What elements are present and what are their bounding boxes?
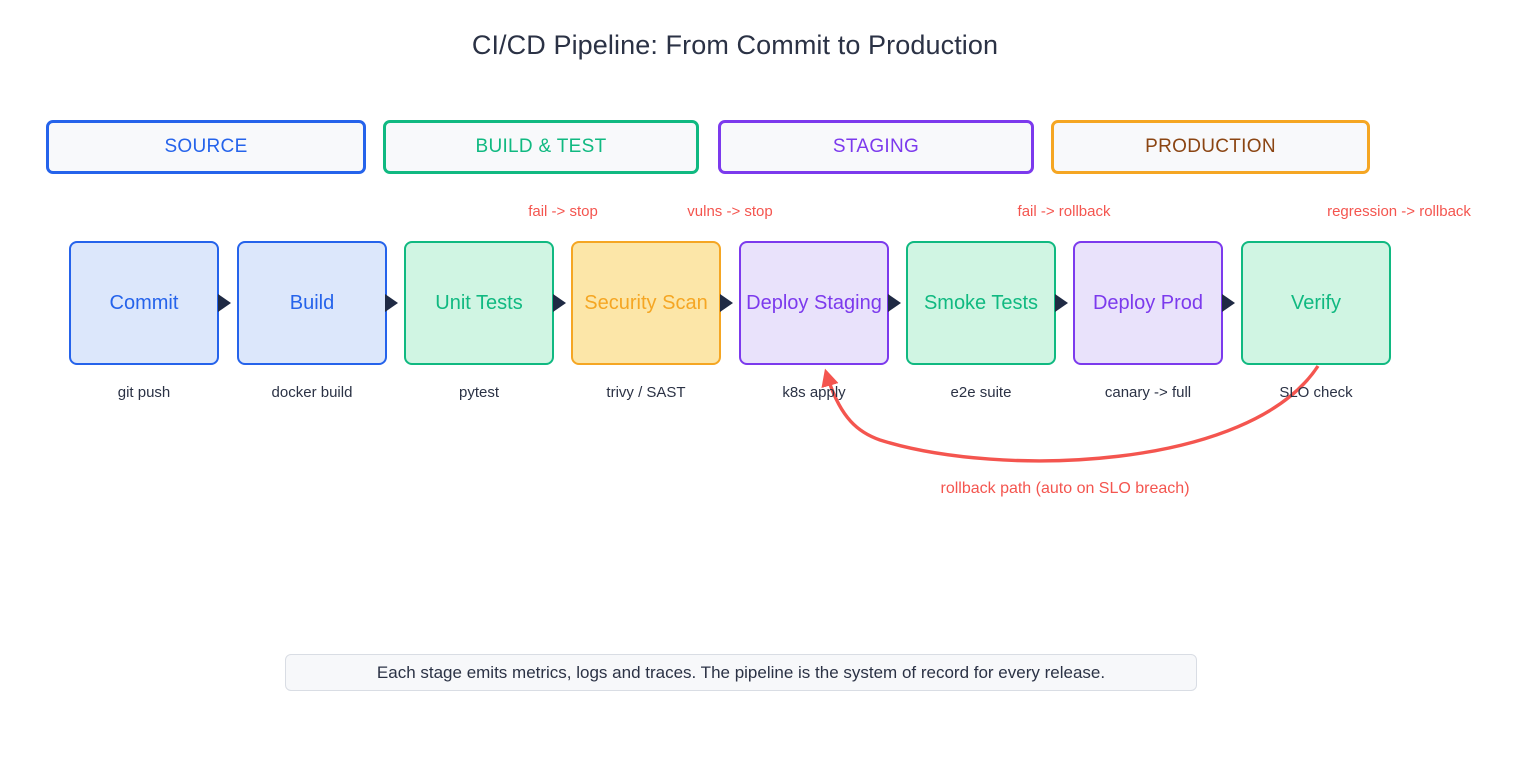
- flow-arrow-unit-tests-to-security-scan: [553, 294, 566, 312]
- node-caption-build: docker build: [271, 384, 353, 401]
- node-caption-security-scan: trivy / SAST: [606, 384, 686, 401]
- node-commit[interactable]: Commit: [69, 241, 219, 365]
- node-smoke-tests[interactable]: Smoke Tests: [906, 241, 1056, 365]
- flow-arrow-deploy-staging-to-smoke-tests: [888, 294, 901, 312]
- node-caption-unit-tests: pytest: [458, 384, 500, 401]
- rollback-path-label: rollback path (auto on SLO breach): [940, 480, 1190, 497]
- footer-note: Each stage emits metrics, logs and trace…: [285, 654, 1197, 691]
- stage-header-staging[interactable]: STAGING: [718, 120, 1034, 174]
- stage-header-production[interactable]: PRODUCTION: [1051, 120, 1370, 174]
- flow-arrow-build-to-unit-tests: [385, 294, 398, 312]
- node-caption-smoke-tests: e2e suite: [950, 384, 1012, 401]
- node-build[interactable]: Build: [237, 241, 387, 365]
- page-title: CI/CD Pipeline: From Commit to Productio…: [471, 30, 999, 60]
- node-caption-verify: SLO check: [1279, 384, 1353, 401]
- stage-header-band: SOURCE BUILD & TEST STAGING PRODUCTION: [0, 120, 1523, 176]
- node-caption-deploy-staging: k8s apply: [782, 384, 846, 401]
- stage-header-build-test[interactable]: BUILD & TEST: [383, 120, 699, 174]
- edge-label-0: fail -> stop: [528, 203, 598, 220]
- edge-label-3: regression -> rollback: [1327, 203, 1471, 220]
- stage-header-source[interactable]: SOURCE: [46, 120, 366, 174]
- flow-arrow-deploy-prod-to-verify: [1222, 294, 1235, 312]
- node-verify[interactable]: Verify: [1241, 241, 1391, 365]
- node-caption-commit: git push: [117, 384, 171, 401]
- node-security-scan[interactable]: Security Scan: [571, 241, 721, 365]
- flow-arrow-security-scan-to-deploy-staging: [720, 294, 733, 312]
- edge-label-2: fail -> rollback: [1017, 203, 1111, 220]
- node-caption-deploy-prod: canary -> full: [1104, 384, 1192, 401]
- flow-arrow-smoke-tests-to-deploy-prod: [1055, 294, 1068, 312]
- node-deploy-prod[interactable]: Deploy Prod: [1073, 241, 1223, 365]
- edge-label-1: vulns -> stop: [687, 203, 773, 220]
- node-unit-tests[interactable]: Unit Tests: [404, 241, 554, 365]
- node-deploy-staging[interactable]: Deploy Staging: [739, 241, 889, 365]
- rollback-path-edge: [821, 365, 1320, 463]
- flow-arrow-commit-to-build: [218, 294, 231, 312]
